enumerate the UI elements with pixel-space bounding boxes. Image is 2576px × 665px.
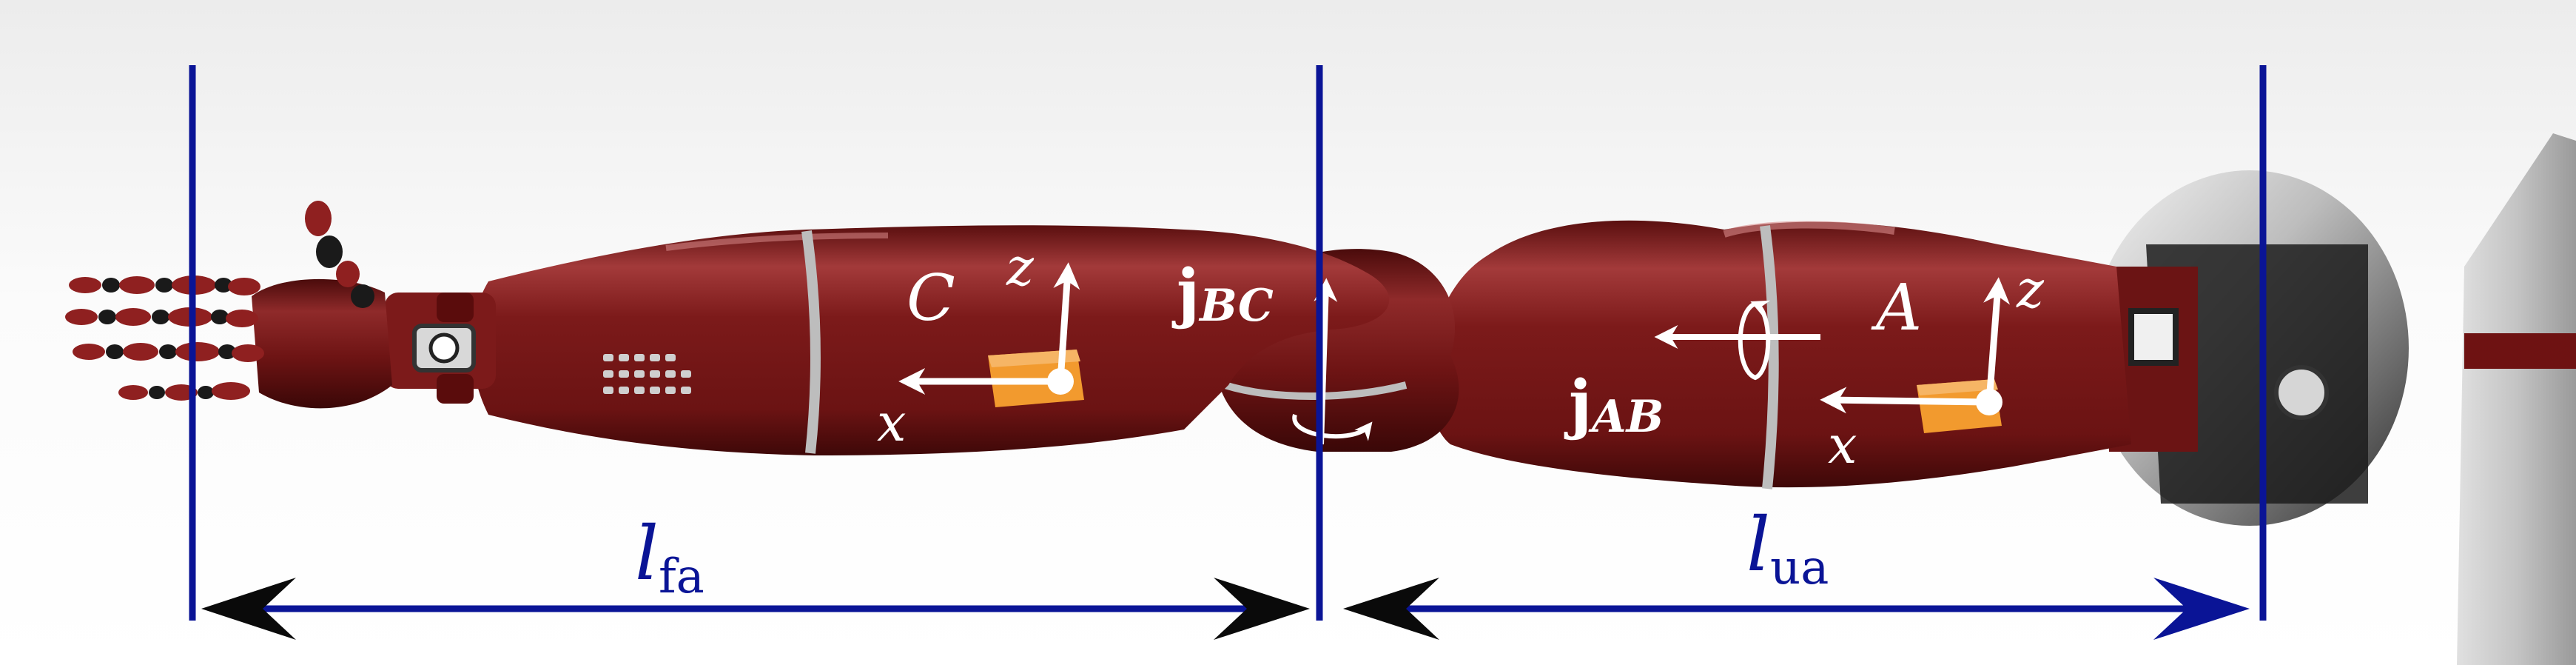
measurement-lines [189,65,2267,621]
wrist-joint [385,293,496,404]
robotic-hand [65,201,392,409]
frame-c: C z x [877,237,1084,453]
upperarm-length-label: lua [1746,501,1829,595]
shoulder-joint [2091,170,2409,526]
mounting-wall [2457,133,2576,665]
forearm-length-label: lfa [635,510,704,604]
frame-a-z-axis [1983,277,2011,403]
thumb [305,201,374,308]
frame-c-origin [1047,368,1074,395]
frame-c-label: C [907,261,955,335]
frame-c-z-axis [1053,262,1080,382]
frame-a-origin [1976,389,2002,415]
frame-c-x-label: x [877,392,906,453]
frame-a-z-label: z [2016,259,2045,320]
frame-a-x-axis [1820,387,1990,414]
joint-bc-label: jBC [1171,255,1274,332]
forearm-link [471,225,1390,455]
forearm-length-dimension: lfa [201,510,1310,640]
upperarm-length-dimension: lua [1343,501,2250,640]
vent-holes [603,354,691,394]
frame-a-x-label: x [1828,415,1857,475]
fingers [65,275,264,401]
joint-bc-rotation-icon [1292,414,1373,441]
frame-a-label: A [1871,271,1922,345]
joint-ab-label: jAB [1564,367,1664,443]
joint-ab-rotation-icon [1738,300,1771,381]
joint-ab: jAB [1564,300,1820,443]
frame-c-z-label: z [1006,237,1035,298]
frame-a: A z x [1820,259,2045,475]
